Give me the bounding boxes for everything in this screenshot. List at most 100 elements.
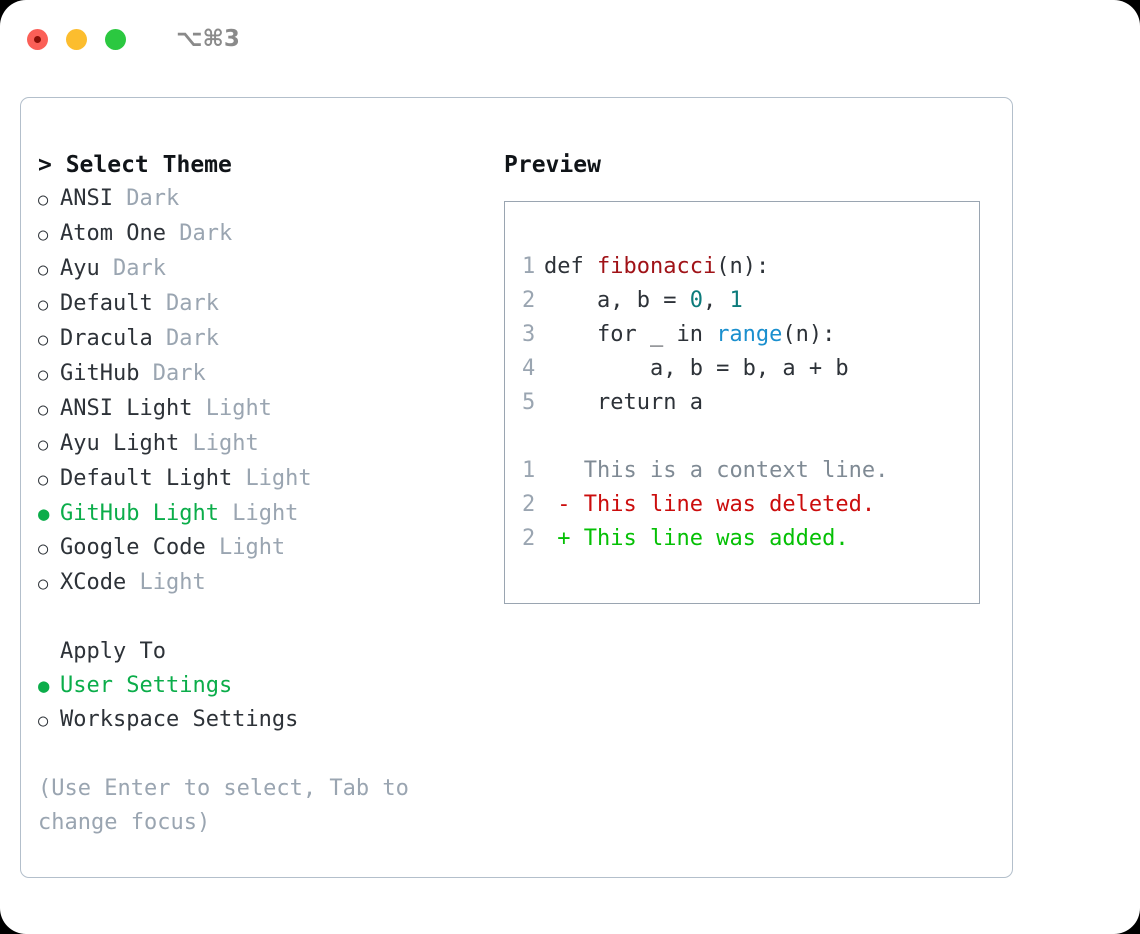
theme-option-label: XCode — [60, 570, 127, 595]
theme-option-label: Dracula — [60, 326, 153, 351]
radio-unselected-icon: ○ — [38, 711, 49, 731]
theme-variant-label: Light — [205, 396, 272, 421]
radio-selected-icon: ● — [38, 675, 50, 697]
label-space — [179, 427, 192, 461]
diff-sample: 1 This is a context line.2 - This line w… — [522, 454, 979, 556]
code-token-plain: (n): — [782, 322, 836, 347]
theme-variant-label: Light — [245, 466, 312, 491]
theme-option-xcode[interactable]: ○ XCode Light — [38, 566, 481, 601]
theme-option-ansi[interactable]: ○ ANSI Dark — [38, 182, 481, 217]
diff-sign: - — [544, 492, 571, 517]
theme-option-dracula[interactable]: ○Dracula Dark — [38, 322, 481, 357]
theme-option-label: Atom One — [60, 221, 166, 246]
label-space — [166, 217, 179, 251]
code-token-fn: fibonacci — [596, 254, 717, 279]
label-space — [139, 357, 152, 391]
apply-to-option-label: Workspace Settings — [60, 707, 299, 732]
code-line: 5 return a — [522, 386, 979, 420]
theme-option-google-code[interactable]: ○Google Code Light — [38, 531, 481, 566]
code-token-plain: a, b = b, a + b — [544, 356, 849, 381]
section-spacer — [38, 601, 481, 635]
label-space — [192, 392, 205, 426]
theme-variant-label: Dark — [165, 291, 219, 316]
theme-option-label: Default Light — [60, 466, 233, 491]
line-number: 1 — [522, 458, 536, 483]
theme-option-label: GitHub — [60, 361, 140, 386]
diff-sign — [544, 458, 571, 483]
theme-option-default-light[interactable]: ○ Default Light Light — [38, 462, 481, 497]
label-space — [206, 531, 219, 565]
radio-selected-icon: ● — [38, 503, 50, 525]
theme-variant-label: Light — [139, 570, 206, 595]
theme-option-ayu[interactable]: ○ Ayu Dark — [38, 252, 481, 287]
label-space — [113, 182, 126, 216]
code-line: 4 a, b = b, a + b — [522, 352, 979, 386]
theme-variant-label: Dark — [179, 221, 233, 246]
close-button[interactable] — [27, 28, 48, 50]
keyboard-hint-text: (Use Enter to select, Tab to change focu… — [38, 776, 409, 835]
code-token-call: range — [716, 322, 783, 347]
theme-option-ayu-light[interactable]: ○ Ayu Light Light — [38, 427, 481, 462]
label-space — [100, 252, 113, 286]
code-token-plain: return a — [544, 390, 703, 415]
theme-option-label: Google Code — [60, 535, 206, 560]
title-bar: ⌥⌘3 — [0, 0, 1140, 78]
line-number: 5 — [522, 390, 536, 415]
radio-unselected-icon: ○ — [38, 574, 49, 594]
radio-unselected-icon: ○ — [38, 539, 49, 559]
line-number: 2 — [522, 492, 536, 517]
theme-variant-label: Dark — [126, 186, 180, 211]
radio-unselected-icon: ○ — [38, 190, 49, 210]
apply-to-option-list[interactable]: ● User Settings ○ Workspace Settings — [38, 669, 481, 738]
theme-option-list[interactable]: ○ANSI Dark○Atom One Dark○Ayu Dark○Defaul… — [38, 182, 481, 601]
label-space — [219, 497, 232, 531]
theme-option-github[interactable]: ○GitHub Dark — [38, 357, 481, 392]
diff-text: This is a context line. — [570, 458, 889, 483]
apply-to-option-workspace-settings[interactable]: ○ Workspace Settings — [38, 703, 481, 738]
diff-line-ctx: 1 This is a context line. — [522, 454, 979, 488]
line-number: 3 — [522, 322, 536, 347]
apply-to-heading: Apply To — [60, 639, 166, 664]
code-token-plain: a, b = — [544, 288, 690, 313]
radio-unselected-icon: ○ — [38, 435, 49, 455]
theme-option-label: Ayu Light — [60, 431, 180, 456]
code-token-plain: def — [544, 254, 597, 279]
radio-unselected-icon: ○ — [38, 295, 49, 315]
theme-option-default[interactable]: ○ Default Dark — [38, 287, 481, 322]
minimize-button[interactable] — [66, 28, 87, 50]
diff-sign: + — [544, 526, 571, 551]
theme-selector-column: > Select Theme ○ANSI Dark○Atom One Dark○… — [21, 98, 481, 877]
code-token-plain: for _ in — [544, 322, 717, 347]
theme-option-label: ANSI — [60, 186, 113, 211]
line-number: 2 — [522, 288, 536, 313]
maximize-button[interactable] — [105, 28, 126, 50]
theme-variant-label: Light — [192, 431, 259, 456]
radio-unselected-icon: ○ — [38, 365, 49, 385]
radio-unselected-icon: ○ — [38, 470, 49, 490]
theme-option-label: Default — [60, 291, 153, 316]
theme-variant-label: Dark — [165, 326, 219, 351]
radio-unselected-icon: ○ — [38, 260, 49, 280]
code-diff-spacer — [522, 420, 979, 454]
theme-option-label: Ayu — [60, 256, 100, 281]
keyboard-shortcut-label: ⌥⌘3 — [176, 26, 240, 52]
radio-unselected-icon: ○ — [38, 400, 49, 420]
code-token-plain: , — [702, 288, 730, 313]
apply-to-option-user-settings[interactable]: ● User Settings — [38, 669, 481, 703]
label-space — [232, 462, 245, 496]
line-number: 4 — [522, 356, 536, 381]
label-space — [153, 322, 166, 356]
apply-to-option-label: User Settings — [60, 673, 233, 698]
theme-option-ansi-light[interactable]: ○ANSI Light Light — [38, 392, 481, 427]
select-theme-heading: > Select Theme — [38, 152, 232, 178]
label-space — [153, 287, 166, 321]
theme-option-github-light[interactable]: ●GitHub Light Light — [38, 497, 481, 531]
code-token-num: 0 — [689, 288, 703, 313]
code-token-plain: (n): — [716, 254, 770, 279]
theme-option-atom-one[interactable]: ○Atom One Dark — [38, 217, 481, 252]
theme-variant-label: Dark — [113, 256, 166, 281]
